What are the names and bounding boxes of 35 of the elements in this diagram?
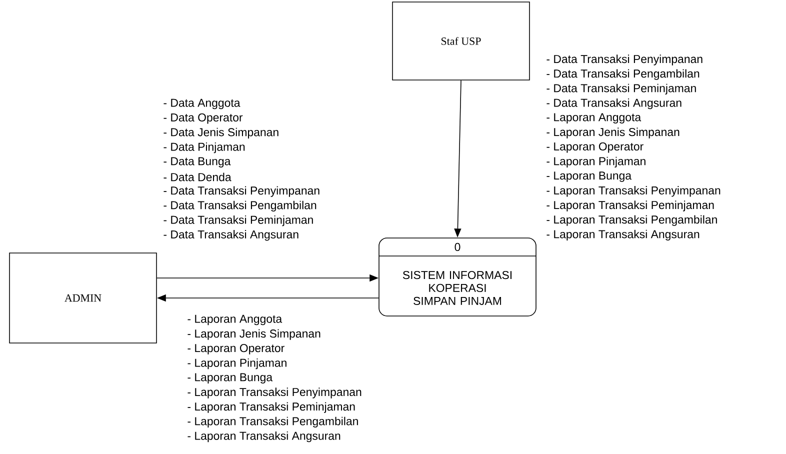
flow-label: - Laporan Jenis Simpanan bbox=[188, 329, 320, 340]
flow-label: - Data Anggota bbox=[164, 98, 240, 110]
flow-label: - Data Operator bbox=[164, 113, 243, 124]
flow-label: - Data Transaksi Angsuran bbox=[546, 98, 682, 110]
flow-label: - Laporan Transaksi Penyimpanan bbox=[546, 186, 720, 197]
flow-label: - Laporan Transaksi Angsuran bbox=[546, 230, 700, 241]
flow-label: - Laporan Transaksi Penyimpanan bbox=[188, 388, 362, 398]
entity-box: ADMIN bbox=[9, 252, 157, 344]
flow-label: - Laporan Pinjaman bbox=[188, 358, 286, 370]
flow-label: - Data Transaksi Penyimpanan bbox=[546, 54, 702, 66]
flow-label: - Laporan Bunga bbox=[546, 172, 632, 182]
flow-label: - Laporan Transaksi Peminjaman bbox=[546, 200, 714, 212]
flow-label: - Laporan Transaksi Peminjaman bbox=[188, 402, 355, 413]
flow-label: - Data Bunga bbox=[164, 157, 231, 168]
flow-label: - Data Transaksi Pengambilan bbox=[164, 200, 316, 212]
flow-label: - Laporan Anggota bbox=[546, 113, 642, 124]
flow-label: - Laporan Bunga bbox=[188, 373, 273, 384]
flow-label: - Data Transaksi Angsuran bbox=[164, 230, 298, 241]
flow-label: - Laporan Transaksi Pengambilan bbox=[546, 215, 717, 226]
flow-label: - Laporan Transaksi Angsuran bbox=[188, 431, 340, 442]
entity-box: Staf USP bbox=[392, 2, 530, 80]
flow-label: - Data Denda bbox=[164, 172, 232, 182]
flow-label: - Laporan Jenis Simpanan bbox=[546, 128, 680, 138]
flow-label: - Data Transaksi Pengambilan bbox=[546, 69, 700, 80]
flow-label: - Data Transaksi Peminjaman bbox=[546, 84, 696, 95]
flow-label: - Laporan Operator bbox=[546, 142, 644, 153]
flow-label: - Laporan Transaksi Pengambilan bbox=[188, 416, 358, 428]
flow-label: - Laporan Pinjaman bbox=[546, 156, 646, 168]
process-box: 0 SISTEM INFORMASI KOPERASI SIMPAN PINJAM bbox=[378, 238, 536, 316]
flow-label: - Data Pinjaman bbox=[164, 142, 245, 154]
flow-label: - Laporan Operator bbox=[188, 344, 284, 354]
flow-label: - Laporan Anggota bbox=[188, 314, 282, 326]
flow-label: - Data Transaksi Penyimpanan bbox=[164, 186, 320, 197]
flow-label: - Data Jenis Simpanan bbox=[164, 128, 278, 139]
flow-label: - Data Transaksi Peminjaman bbox=[164, 215, 313, 226]
